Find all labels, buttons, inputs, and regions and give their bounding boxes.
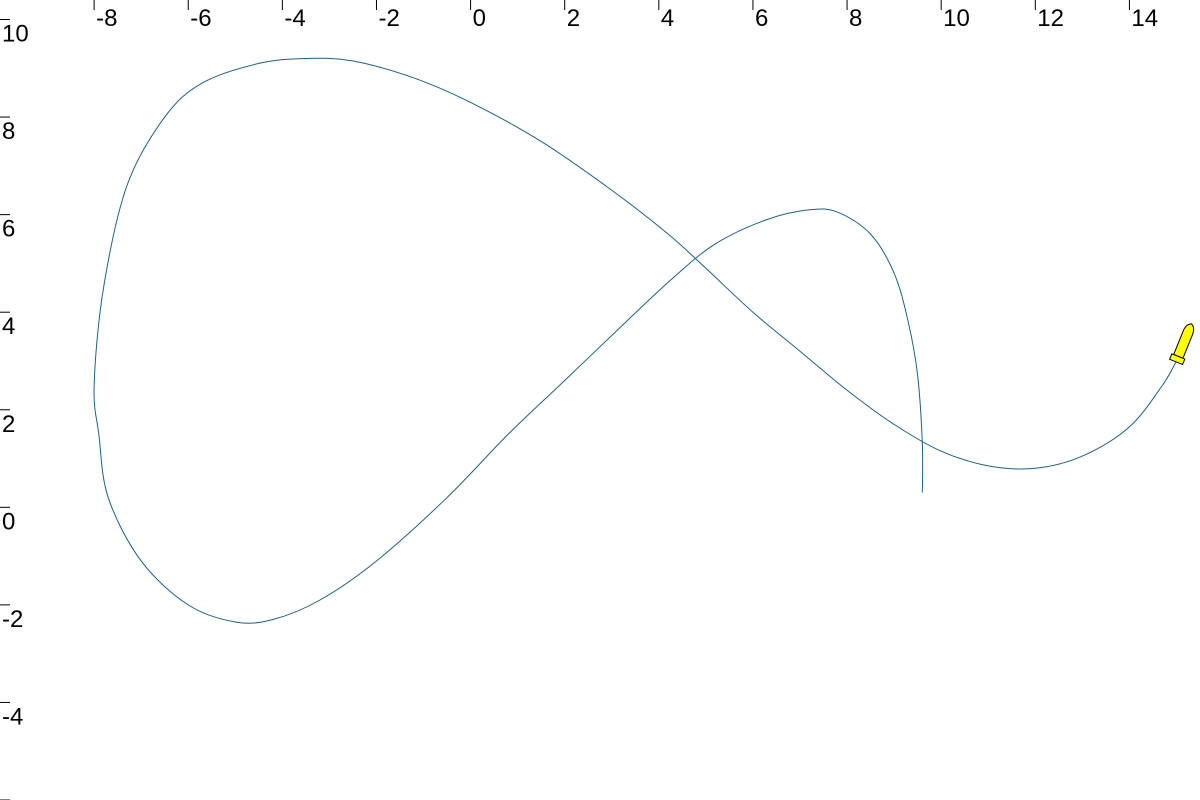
x-tick-label: 0	[473, 5, 486, 32]
rocket-body	[1173, 323, 1195, 359]
y-tick-label: 2	[2, 411, 15, 438]
y-tick-label: -4	[2, 703, 23, 730]
x-tick-label: -2	[378, 5, 399, 32]
x-tick-label: 6	[755, 5, 768, 32]
y-tick-label: 10	[2, 21, 29, 48]
x-tick-label: -8	[96, 5, 117, 32]
x-tick-label: 14	[1131, 5, 1158, 32]
x-tick-label: -6	[190, 5, 211, 32]
trajectory-line-0	[93, 57, 1177, 624]
x-tick-label: 4	[661, 5, 674, 32]
x-tick-label: 12	[1037, 5, 1064, 32]
rocket-icon	[1168, 323, 1195, 366]
y-tick-label: -2	[2, 606, 23, 633]
y-tick-label: 4	[2, 313, 15, 340]
x-axis: -8 -6 -4 -2 0 2 4 6 8 10 12 14	[93, 0, 1158, 32]
marker-layer	[1168, 323, 1195, 366]
y-tick-label: 0	[2, 508, 15, 535]
series-layer	[93, 57, 1177, 624]
x-tick-label: 10	[943, 5, 970, 32]
x-tick-label: 8	[849, 5, 862, 32]
y-tick-label: 8	[2, 118, 15, 145]
y-tick-label: 6	[2, 216, 15, 243]
x-tick-label: 2	[567, 5, 580, 32]
x-tick-label: -4	[284, 5, 305, 32]
